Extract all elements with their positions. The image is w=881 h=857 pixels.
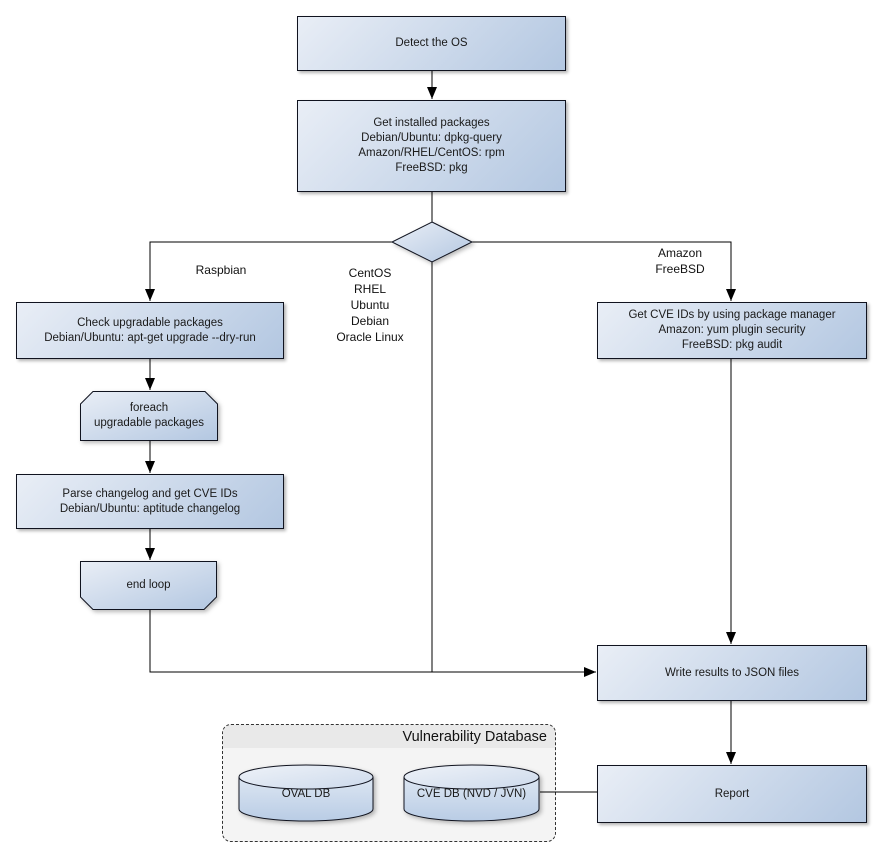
node-text-line: Get CVE IDs by using package manager	[628, 309, 836, 321]
node-write-results: Write results to JSON files	[597, 645, 867, 701]
edge-decision-to-check-upgradable	[145, 241, 392, 301]
node-detect-os: Detect the OS	[297, 16, 566, 71]
node-get-cve-ids: Get CVE IDs by using package manager Ama…	[597, 302, 867, 359]
edge-decision-to-get-cve	[472, 241, 736, 301]
edge-label-line: RHEL	[353, 282, 386, 296]
node-report: Report	[597, 765, 867, 823]
node-report-label: Report	[714, 787, 750, 800]
node-os-decision-diamond	[390, 221, 474, 263]
node-foreach-loop-shape	[80, 391, 218, 441]
oval-db-cylinder	[238, 764, 374, 822]
edge-label-right-os: Amazon FreeBSD	[630, 245, 730, 277]
node-text-line: Check upgradable packages	[77, 316, 223, 329]
vulnerability-database-title: Vulnerability Database	[223, 725, 555, 748]
node-text-line: Debian/Ubuntu: apt-get upgrade --dry-run	[44, 331, 256, 344]
edge-label-line: FreeBSD	[655, 262, 705, 276]
node-text-line: Debian/Ubuntu: dpkg-query	[361, 132, 502, 144]
edge-label-line: Oracle Linux	[336, 330, 404, 344]
edge-label-middle-os: CentOS RHEL Ubuntu Debian Oracle Linux	[316, 265, 424, 345]
node-parse-changelog: Parse changelog and get CVE IDs Debian/U…	[16, 474, 284, 529]
node-text-line: FreeBSD: pkg	[395, 162, 468, 174]
node-get-installed-packages: Get installed packages Debian/Ubuntu: dp…	[297, 100, 566, 192]
node-text-line: Amazon: yum plugin security	[658, 324, 806, 336]
node-text-line: Parse changelog and get CVE IDs	[62, 487, 238, 500]
node-end-loop-shape	[80, 561, 217, 610]
node-text-line: Get installed packages	[373, 117, 490, 129]
node-write-results-label: Write results to JSON files	[665, 666, 799, 679]
node-text-line: FreeBSD: pkg audit	[681, 339, 783, 351]
node-text-line: Amazon/RHEL/CentOS: rpm	[358, 147, 505, 159]
edge-label-raspbian: Raspbian	[195, 263, 247, 277]
edge-endloop-to-write-results	[149, 610, 596, 677]
edge-label-line: Ubuntu	[350, 298, 390, 312]
node-detect-os-label: Detect the OS	[395, 37, 468, 49]
node-check-upgradable: Check upgradable packages Debian/Ubuntu:…	[16, 302, 284, 359]
cve-db-cylinder	[403, 764, 540, 822]
edge-label-line: Amazon	[657, 246, 703, 260]
edge-label-line: Debian	[350, 314, 390, 328]
node-text-line: Debian/Ubuntu: aptitude changelog	[59, 502, 241, 515]
edge-label-line: CentOS	[348, 266, 392, 280]
